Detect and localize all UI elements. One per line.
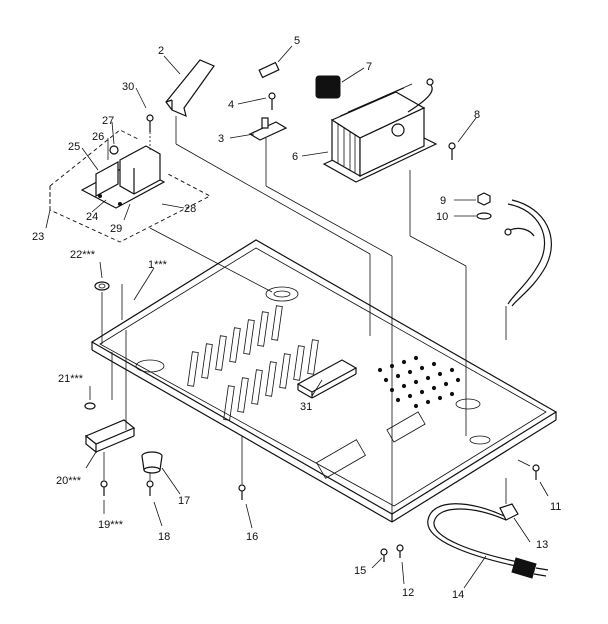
callout-11: 11: [550, 501, 561, 513]
part-4-screw: [268, 92, 276, 110]
callout-15: 15: [354, 565, 366, 577]
callout-labels: 1*** 2 3 4 5 6 7 8 9 10 11 12 13 14 15 1…: [32, 35, 561, 601]
part-25-29-relay: [80, 145, 166, 209]
part-22-grommet: [94, 281, 110, 291]
callout-1: 1***: [148, 259, 168, 271]
callout-7: 7: [366, 61, 372, 73]
callout-17: 17: [178, 495, 190, 507]
part-3-terminal: [248, 117, 288, 141]
part-19-screw: [100, 480, 108, 496]
callout-27: 27: [102, 115, 114, 127]
part-30-screw: [146, 114, 154, 132]
callout-2: 2: [158, 45, 164, 57]
part-17-foot: [141, 451, 163, 474]
wire-harness: [504, 199, 552, 307]
callout-16: 16: [246, 531, 258, 543]
part-5-fuse: [258, 61, 280, 79]
callout-20: 20***: [56, 475, 82, 487]
part-23-dashed-group: [49, 129, 211, 243]
part-9-nut: [477, 192, 491, 206]
callout-25: 25: [68, 141, 80, 153]
callout-4: 4: [228, 99, 234, 111]
callout-23: 23: [32, 231, 44, 243]
part-6-transformer: [322, 78, 438, 183]
callout-8: 8: [474, 109, 480, 121]
leader-lines: [45, 45, 549, 589]
callout-13: 13: [536, 539, 548, 551]
part-21-washer: [84, 402, 96, 410]
part-11-screw: [532, 464, 540, 480]
base-plate: [90, 239, 558, 523]
callout-30: 30: [122, 81, 134, 93]
perforation-holes: [377, 355, 461, 409]
callout-21: 21***: [58, 373, 84, 385]
callout-26: 26: [92, 131, 104, 143]
part-2-bracket: [165, 59, 215, 118]
callout-10: 10: [436, 211, 448, 223]
callout-18: 18: [158, 531, 170, 543]
part-10-washer: [476, 212, 492, 220]
part-12-screw: [396, 544, 404, 558]
part-8-screw: [448, 142, 456, 160]
callout-31: 31: [300, 401, 312, 413]
part-18-screw: [146, 480, 154, 496]
assembly-guide-lines: [101, 116, 531, 520]
part-13-clamp: [499, 503, 519, 521]
part-14-power-cord: [427, 503, 549, 579]
callout-19: 19***: [98, 519, 124, 531]
callout-5: 5: [294, 35, 300, 47]
callout-3: 3: [218, 133, 224, 145]
callout-22: 22***: [70, 249, 96, 261]
vent-slots: [187, 305, 319, 421]
callout-12: 12: [402, 587, 414, 599]
callout-29: 29: [110, 223, 122, 235]
callout-6: 6: [292, 151, 298, 163]
part-20-foot: [84, 419, 136, 454]
part-31-bar: [296, 359, 358, 399]
callout-24: 24: [86, 211, 98, 223]
part-15-screw: [380, 548, 388, 562]
part-16-screw: [238, 484, 246, 500]
callout-14: 14: [452, 589, 464, 601]
callout-9: 9: [440, 195, 446, 207]
callout-28: 28: [184, 203, 196, 215]
part-7-cap: [315, 75, 341, 99]
